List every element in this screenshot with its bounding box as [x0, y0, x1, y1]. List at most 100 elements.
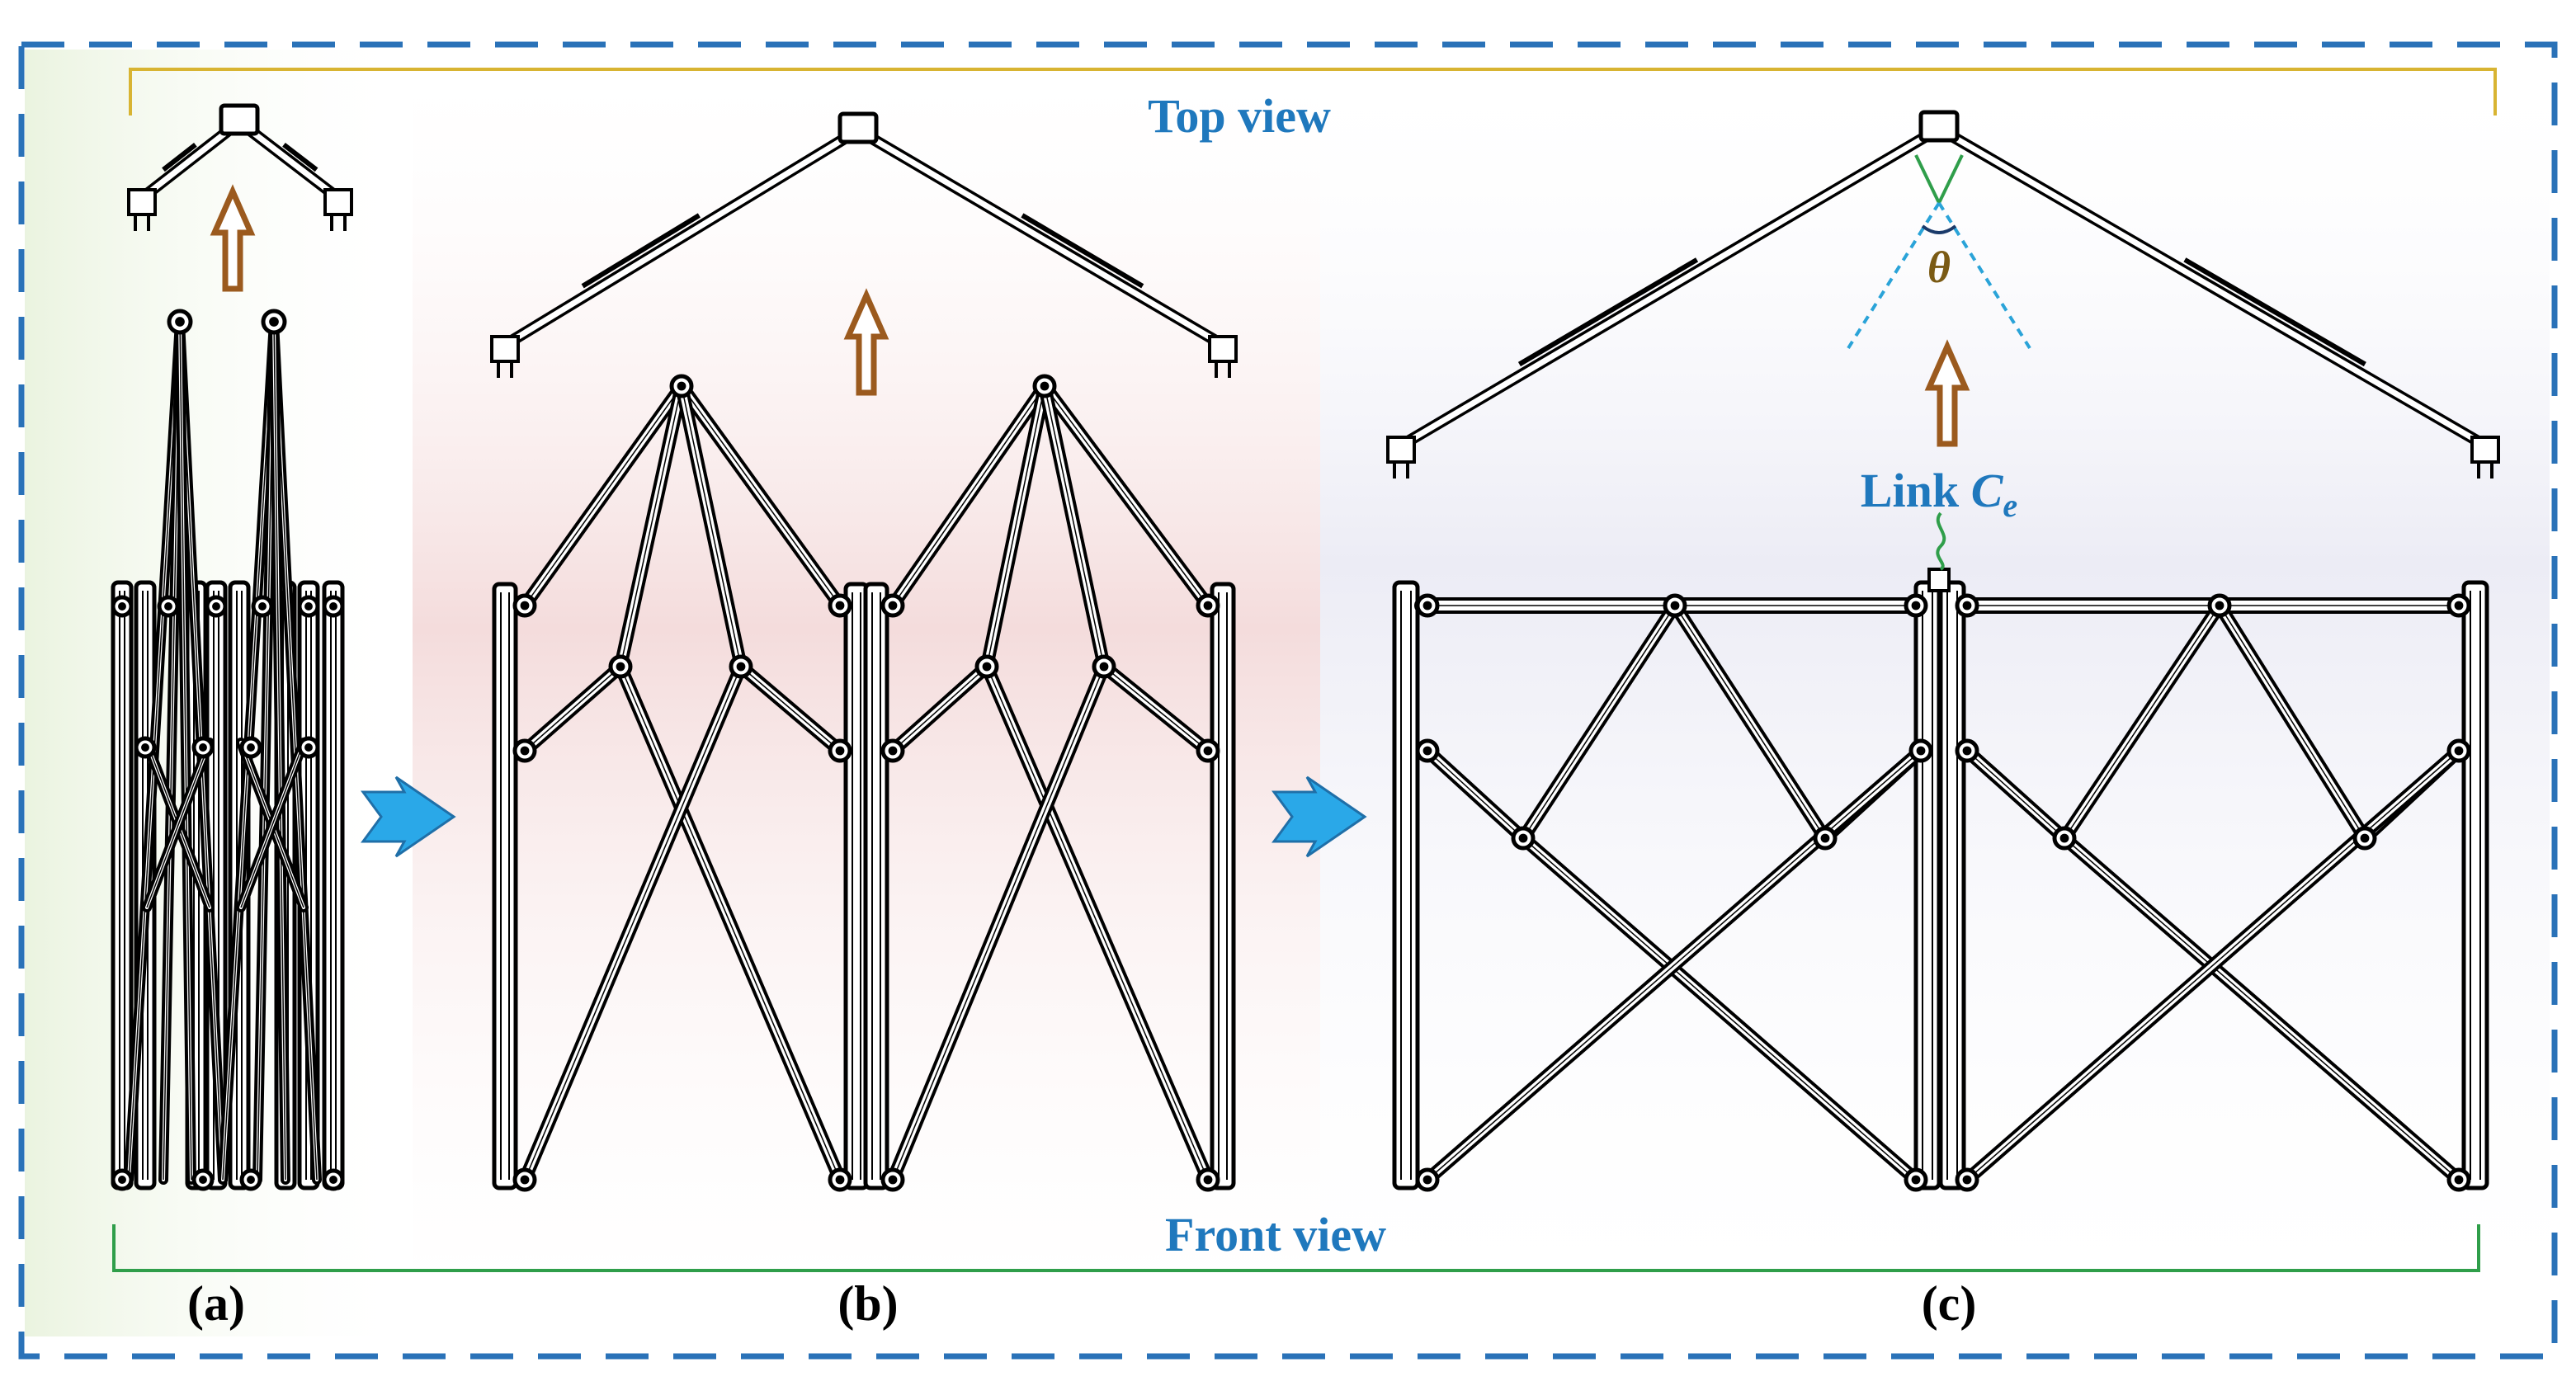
pin-joint [111, 595, 134, 618]
top-arm-fill [1398, 125, 1942, 449]
up-arrow-icon [1924, 339, 1970, 447]
link-bar-centerline [620, 385, 682, 667]
pin-joint [2446, 738, 2471, 763]
top-foot-block [2470, 436, 2500, 464]
joint-pin [2360, 833, 2370, 843]
link-bar [886, 380, 1051, 612]
up-arrow-icon [843, 288, 889, 396]
pin-joint [512, 738, 537, 763]
link-prefix: Link [1861, 464, 1971, 517]
link-bar [1517, 599, 1682, 845]
pin-joint [2052, 826, 2077, 851]
pin-joint [1415, 593, 1440, 618]
link-bar-centerline [1966, 750, 2065, 839]
pin-joint [1904, 593, 1928, 618]
link-bar [1038, 380, 1111, 673]
link-bar [1097, 660, 1215, 757]
joint-pin [888, 746, 898, 756]
link-bar-centerline [986, 666, 1209, 1181]
top-hub [1918, 110, 1960, 143]
joint-pin [1962, 601, 1972, 610]
pin-joint [608, 654, 633, 679]
joint-pin [1422, 746, 1432, 756]
angle-guide-right [1937, 154, 1964, 204]
joint-pin [118, 1176, 126, 1184]
top-foot-block [490, 335, 520, 363]
post-body [1938, 580, 1966, 1190]
link-bar [675, 380, 748, 673]
top-arm-rail [282, 143, 318, 172]
pin-joint [669, 374, 694, 398]
joint-pin [1670, 601, 1680, 610]
pin-joint [297, 595, 320, 618]
vertical-post [863, 582, 889, 1190]
vertical-post [111, 580, 134, 1190]
top-foot-block [323, 188, 353, 216]
pin-joint [1415, 738, 1440, 763]
link-bar-centerline [1427, 750, 1922, 1181]
pin-joint [2446, 1167, 2471, 1192]
post-body [322, 580, 345, 1190]
vertical-post [492, 582, 518, 1190]
link-bar-centerline [1522, 605, 1676, 839]
post-body [863, 582, 889, 1190]
link-bar [2213, 599, 2371, 845]
link-bar-centerline [681, 385, 841, 606]
top-arm-rail [162, 143, 197, 172]
panel-a-label: (a) [187, 1276, 245, 1331]
panel-c-label: (c) [1922, 1276, 1977, 1331]
link-bar [886, 660, 1111, 1186]
joint-pin [1820, 833, 1830, 843]
link-bar-centerline [524, 666, 742, 1181]
link-bar-centerline [892, 666, 988, 752]
joint-pin [835, 746, 845, 756]
link-bar [518, 660, 748, 1186]
link-bar [1960, 744, 2071, 845]
joint-pin [1203, 1175, 1213, 1185]
joint-pin [1099, 662, 1109, 672]
top-view-linkage [1386, 110, 2500, 478]
link-bar [518, 660, 627, 757]
link-bar-centerline [2064, 837, 2460, 1181]
angle-guide-left [1914, 154, 1941, 204]
link-bar-centerline [1103, 666, 1209, 752]
joint-pin [329, 1176, 337, 1184]
top-view-label: Top view [1148, 89, 1331, 143]
joint-pin [269, 317, 279, 327]
pin-joint [191, 736, 215, 759]
pin-joint [974, 654, 999, 679]
joint-pin [2215, 601, 2225, 610]
link-bar [2058, 599, 2226, 845]
pin-joint [1032, 374, 1057, 398]
pin-joint [1955, 738, 1979, 763]
top-foot-block [1208, 335, 1238, 363]
top-arm-fill [1936, 125, 2489, 449]
joint-pin [835, 1175, 845, 1185]
joint-pin [1911, 1175, 1921, 1185]
flow-arrow-icon [1271, 776, 1367, 858]
joint-pin [2454, 1175, 2464, 1185]
top-arm-fill [855, 127, 1226, 348]
pin-joint [1196, 738, 1220, 763]
joint-pin [141, 743, 149, 752]
pin-joint [512, 593, 537, 618]
joint-pin [164, 602, 172, 610]
top-arm-rail [581, 213, 701, 289]
joint-pin [888, 601, 898, 610]
link-bar-centerline [1044, 385, 1105, 667]
pin-joint [322, 1168, 345, 1191]
link-bar [1517, 832, 1923, 1186]
joint-pin [520, 601, 530, 610]
joint-pin [258, 602, 267, 610]
up-arrow-icon [210, 184, 256, 292]
post-body [2461, 580, 2489, 1190]
vertical-post [1913, 580, 1941, 1190]
pin-joint [1196, 593, 1220, 618]
pin-joint [1092, 654, 1116, 679]
joint-pin [982, 662, 992, 672]
top-hub [837, 111, 879, 144]
pin-joint [239, 1168, 262, 1191]
vertical-post [1210, 582, 1236, 1190]
pin-joint [2207, 593, 2232, 618]
